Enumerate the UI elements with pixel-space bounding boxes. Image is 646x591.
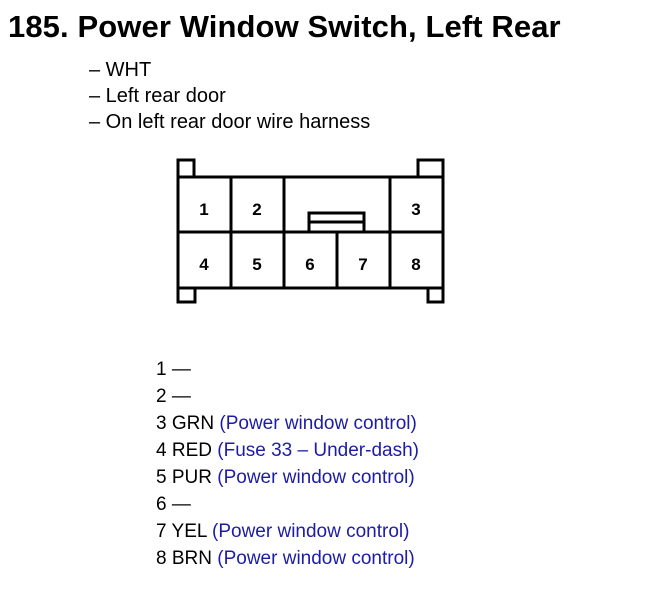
wire-color: RED <box>171 440 212 461</box>
wire-color: — <box>171 359 191 380</box>
connector-details: – WHT – Left rear door – On left rear do… <box>89 57 370 135</box>
cavity-label-7: 7 <box>358 255 367 274</box>
pin-row-3: 3 GRN (Power window control) <box>156 410 419 437</box>
cavity-label-3: 3 <box>411 200 420 219</box>
pin-number: 5 <box>156 467 167 488</box>
cavity-label-8: 8 <box>411 255 420 274</box>
page-title: 185. Power Window Switch, Left Rear <box>8 9 561 44</box>
pin-row-1: 1 — <box>156 356 419 383</box>
pin-number: 1 <box>156 359 167 380</box>
wire-color: GRN <box>171 413 215 434</box>
pin-row-8: 8 BRN (Power window control) <box>156 545 419 572</box>
cavity-label-2: 2 <box>252 200 261 219</box>
connector-color: – WHT <box>89 59 152 81</box>
pin-number: 3 <box>156 413 167 434</box>
cavity-label-4: 4 <box>199 255 209 274</box>
wire-description: (Power window control) <box>212 521 410 542</box>
wire-description: (Power window control) <box>217 548 415 569</box>
pin-number: 6 <box>156 494 167 515</box>
pin-number: 8 <box>156 548 167 569</box>
pin-list: 1 — 2 — 3 GRN (Power window control) 4 R… <box>156 356 419 572</box>
cavity-label-1: 1 <box>199 200 208 219</box>
wire-description: (Power window control) <box>217 467 415 488</box>
pin-row-6: 6 — <box>156 491 419 518</box>
wire-description: (Power window control) <box>219 413 417 434</box>
wire-color: PUR <box>171 467 212 488</box>
pin-number: 4 <box>156 440 167 461</box>
pin-row-5: 5 PUR (Power window control) <box>156 464 419 491</box>
pin-row-2: 2 — <box>156 383 419 410</box>
cavity-label-6: 6 <box>305 255 314 274</box>
connector-location: – Left rear door <box>89 85 226 107</box>
pin-number: 7 <box>156 521 167 542</box>
pin-row-7: 7 YEL (Power window control) <box>156 518 419 545</box>
wire-color: — <box>171 386 191 407</box>
connector-harness: – On left rear door wire harness <box>89 111 371 133</box>
wire-description: (Fuse 33 – Under-dash) <box>217 440 419 461</box>
wire-color: BRN <box>171 548 212 569</box>
cavity-label-5: 5 <box>252 255 261 274</box>
pin-row-4: 4 RED (Fuse 33 – Under-dash) <box>156 437 419 464</box>
wire-color: YEL <box>171 521 207 542</box>
wire-color: — <box>171 494 191 515</box>
pin-number: 2 <box>156 386 167 407</box>
cavity-8 <box>388 230 445 290</box>
